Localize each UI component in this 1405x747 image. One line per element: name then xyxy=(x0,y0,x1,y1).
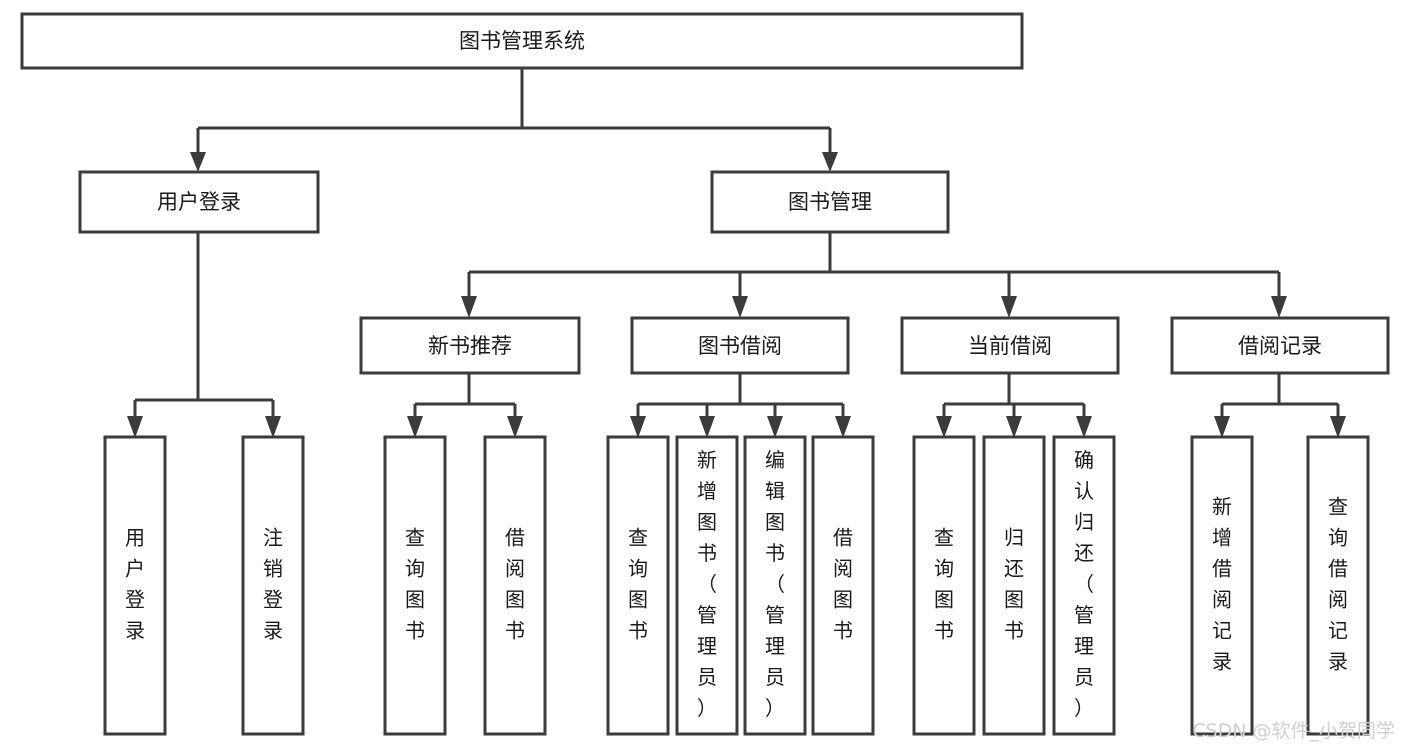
arrow-head-leaf-query-book-2 xyxy=(630,416,646,438)
node-leaf-user-logout-label: 注销登录 xyxy=(263,525,283,642)
node-leaf-query-record[interactable]: 查询借阅记录 xyxy=(1306,435,1370,736)
node-new-book-recommend-label: 新书推荐 xyxy=(428,334,512,358)
arrow-head-leaf-borrow-book-2 xyxy=(835,416,851,438)
arrow-head-current-borrow xyxy=(1001,296,1017,318)
node-leaf-query-book-1[interactable]: 查询图书 xyxy=(383,435,447,736)
node-user-login-box xyxy=(78,170,320,234)
node-leaf-add-book-box xyxy=(675,435,739,736)
arrow-head-leaf-query-record xyxy=(1330,416,1346,438)
node-book-borrow-label: 图书借阅 xyxy=(698,334,782,358)
node-leaf-edit-book-box xyxy=(743,435,807,736)
node-book-manage[interactable]: 图书管理 xyxy=(710,170,950,234)
arrow-head-leaf-confirm-return xyxy=(1076,416,1092,438)
node-root-box xyxy=(20,12,1024,70)
node-book-borrow[interactable]: 图书借阅 xyxy=(630,316,850,375)
node-book-manage-label: 图书管理 xyxy=(788,190,872,214)
node-book-manage-box xyxy=(710,170,950,234)
arrow-head-leaf-borrow-book-1 xyxy=(507,416,523,438)
node-leaf-user-login-label: 用户登录 xyxy=(125,525,145,642)
node-current-borrow[interactable]: 当前借阅 xyxy=(900,316,1120,375)
arrow-head-leaf-user-logout xyxy=(265,416,281,438)
node-leaf-borrow-book-2-box xyxy=(811,435,875,736)
connector-new-book-recommend-to-leaves xyxy=(407,373,523,438)
node-current-borrow-box xyxy=(900,316,1120,375)
node-leaf-add-record-label: 新增借阅记录 xyxy=(1212,494,1232,673)
node-leaf-confirm-return-box xyxy=(1052,435,1116,736)
node-borrow-record-label: 借阅记录 xyxy=(1238,334,1322,358)
arrow-head-leaf-query-book-1 xyxy=(407,416,423,438)
node-leaf-borrow-book-2-label: 借阅图书 xyxy=(833,525,853,642)
connector-current-borrow-to-leaves xyxy=(936,373,1092,438)
node-book-borrow-box xyxy=(630,316,850,375)
arrow-head-user-login xyxy=(190,152,206,172)
node-new-book-recommend-box xyxy=(359,316,581,375)
arrow-head-leaf-return-book xyxy=(1006,416,1022,438)
node-leaf-confirm-return[interactable]: 确认归还（管理员） xyxy=(1052,435,1116,736)
node-leaf-query-book-1-label: 查询图书 xyxy=(405,525,425,642)
node-new-book-recommend[interactable]: 新书推荐 xyxy=(359,316,581,375)
node-current-borrow-label: 当前借阅 xyxy=(968,334,1052,358)
arrow-head-new-book-recommend xyxy=(461,296,477,318)
node-leaf-add-book-label: 新增图书（管理员） xyxy=(697,448,717,720)
node-leaf-borrow-book-1-box xyxy=(483,435,547,736)
node-leaf-query-book-2-label: 查询图书 xyxy=(628,525,648,642)
node-leaf-confirm-return-label: 确认归还（管理员） xyxy=(1074,448,1094,720)
node-user-login-label: 用户登录 xyxy=(157,190,241,214)
arrow-head-book-manage xyxy=(822,152,838,172)
node-borrow-record[interactable]: 借阅记录 xyxy=(1170,316,1390,375)
node-leaf-borrow-book-1-label: 借阅图书 xyxy=(505,525,525,642)
node-leaf-query-record-label: 查询借阅记录 xyxy=(1328,494,1348,673)
node-leaf-borrow-book-1[interactable]: 借阅图书 xyxy=(483,435,547,736)
node-leaf-query-book-1-box xyxy=(383,435,447,736)
node-leaf-user-login[interactable]: 用户登录 xyxy=(103,435,167,736)
arrow-head-book-borrow xyxy=(732,296,748,318)
connector-borrow-record-to-leaves xyxy=(1214,373,1346,438)
node-leaf-add-record[interactable]: 新增借阅记录 xyxy=(1190,435,1254,736)
node-leaf-query-book-3-box xyxy=(912,435,976,736)
csdn-watermark: CSDN @软件_小贺同学 xyxy=(1192,720,1395,742)
node-leaf-return-book[interactable]: 归还图书 xyxy=(982,435,1046,736)
arrow-head-leaf-query-book-3 xyxy=(936,416,952,438)
connector-user-login-to-leaves xyxy=(127,232,281,438)
node-leaf-edit-book-label: 编辑图书（管理员） xyxy=(765,448,785,720)
node-leaf-user-login-box xyxy=(103,435,167,736)
arrow-head-borrow-record xyxy=(1271,296,1287,318)
arrow-head-leaf-add-book xyxy=(699,416,715,438)
node-user-login[interactable]: 用户登录 xyxy=(78,170,320,234)
connector-book-manage-to-level2 xyxy=(461,232,1287,318)
node-leaf-borrow-book-2[interactable]: 借阅图书 xyxy=(811,435,875,736)
node-leaf-add-record-box xyxy=(1190,435,1254,736)
arrow-head-leaf-edit-book xyxy=(767,416,783,438)
node-leaf-return-book-label: 归还图书 xyxy=(1004,525,1024,642)
connector-book-borrow-to-leaves xyxy=(630,373,851,438)
node-borrow-record-box xyxy=(1170,316,1390,375)
node-leaf-query-book-3[interactable]: 查询图书 xyxy=(912,435,976,736)
arrow-head-leaf-add-record xyxy=(1214,416,1230,438)
node-root-label: 图书管理系统 xyxy=(459,29,585,53)
node-leaf-query-book-2-box xyxy=(606,435,670,736)
node-leaf-query-book-3-label: 查询图书 xyxy=(934,525,954,642)
node-leaf-add-book[interactable]: 新增图书（管理员） xyxy=(675,435,739,736)
node-leaf-edit-book[interactable]: 编辑图书（管理员） xyxy=(743,435,807,736)
node-leaf-user-logout[interactable]: 注销登录 xyxy=(241,435,305,736)
node-leaf-query-record-box xyxy=(1306,435,1370,736)
node-root[interactable]: 图书管理系统 xyxy=(20,12,1024,70)
node-leaf-user-logout-box xyxy=(241,435,305,736)
connector-root-to-level1 xyxy=(190,68,838,172)
node-leaf-return-book-box xyxy=(982,435,1046,736)
node-leaf-query-book-2[interactable]: 查询图书 xyxy=(606,435,670,736)
arrow-head-leaf-user-login xyxy=(127,416,143,438)
